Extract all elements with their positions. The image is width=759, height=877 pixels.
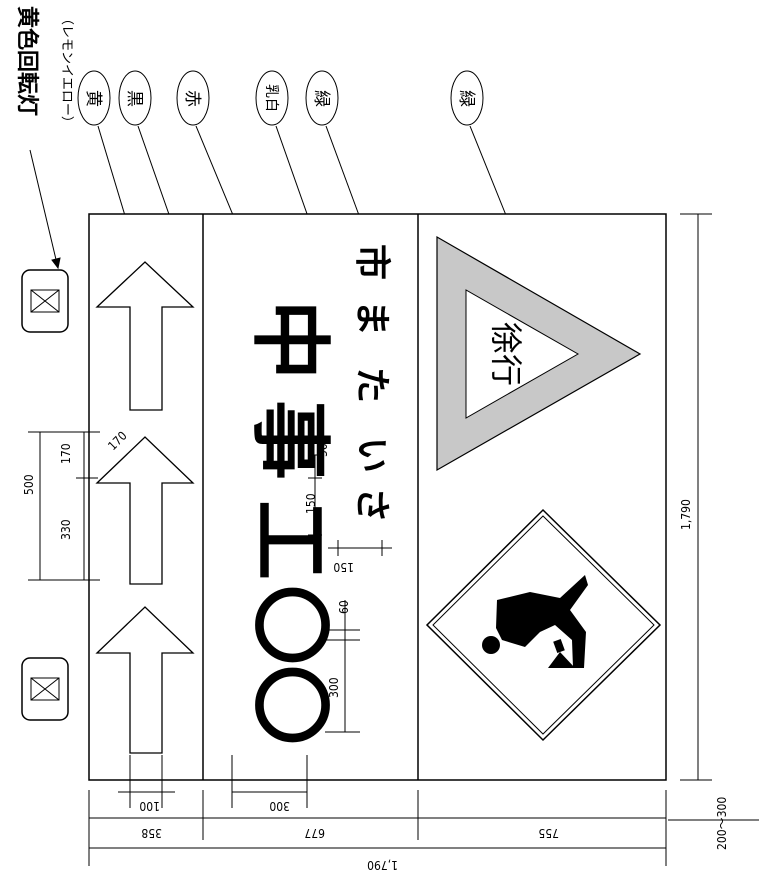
dim-60: 60 bbox=[337, 600, 351, 614]
callout-yellow: 黄 bbox=[77, 70, 111, 126]
callout-black: 黒 bbox=[118, 70, 152, 126]
dimensions bbox=[28, 213, 759, 866]
arrow-up-1 bbox=[95, 261, 195, 411]
callout-red: 赤 bbox=[176, 70, 210, 126]
dim-1790-right: 1,790 bbox=[679, 499, 693, 530]
dim-150-height: 150 bbox=[304, 493, 318, 514]
main-char-3: 工 bbox=[243, 500, 336, 580]
sub-char-5: 市 bbox=[351, 244, 392, 280]
main-char-2: 〇 bbox=[243, 585, 336, 665]
dim-170: 170 bbox=[59, 443, 73, 464]
rotating-light-bottom bbox=[21, 657, 69, 721]
sub-char-2: い bbox=[351, 437, 392, 473]
triangle-text: 徐行 bbox=[487, 322, 525, 386]
dim-330: 330 bbox=[59, 519, 73, 540]
dim-100: 100 bbox=[139, 799, 160, 813]
main-char-4: 事 bbox=[243, 400, 336, 480]
svg-text:黄: 黄 bbox=[83, 90, 103, 107]
arrow-up-2 bbox=[95, 436, 195, 585]
callout-green-2: 緑 bbox=[450, 70, 484, 126]
dim-150-width: 150 bbox=[333, 560, 354, 574]
text-band: 中 事 工 〇 〇 市 ま た い さ bbox=[243, 244, 392, 745]
worker-icon bbox=[482, 575, 588, 668]
dim-50: 50 bbox=[316, 443, 330, 457]
rotating-light-title: 黄色回転灯 bbox=[14, 6, 40, 116]
svg-text:緑: 緑 bbox=[311, 90, 331, 107]
sub-char-1: さ bbox=[351, 487, 392, 523]
worker-sign bbox=[425, 508, 662, 742]
sub-char-3: た bbox=[351, 367, 392, 403]
callout-green-1: 緑 bbox=[305, 70, 339, 126]
main-char-5: 中 bbox=[243, 300, 336, 380]
rotating-lights bbox=[21, 269, 69, 721]
dim-358: 358 bbox=[141, 826, 162, 840]
dim-677: 677 bbox=[304, 826, 325, 840]
dim-755: 755 bbox=[538, 826, 559, 840]
dim-clearance: 200～300 bbox=[715, 797, 729, 850]
sub-char-4: ま bbox=[351, 300, 392, 336]
arrow-band bbox=[95, 261, 195, 754]
callout-milk-white: 乳白 bbox=[255, 70, 289, 126]
arrow-up-3 bbox=[95, 606, 195, 754]
rotating-light-subtitle: （レモンイエロー） bbox=[59, 12, 74, 129]
dim-500: 500 bbox=[22, 474, 36, 495]
dim-300-height: 300 bbox=[327, 677, 341, 698]
title-block: 黄色回転灯 （レモンイエロー） bbox=[14, 6, 74, 129]
main-char-1: 〇 bbox=[243, 665, 336, 745]
svg-text:乳白: 乳白 bbox=[263, 84, 279, 112]
svg-text:赤: 赤 bbox=[182, 90, 202, 107]
rotating-light-top bbox=[21, 269, 69, 333]
svg-text:緑: 緑 bbox=[456, 90, 476, 107]
dim-300-width: 300 bbox=[269, 799, 290, 813]
svg-text:黒: 黒 bbox=[124, 90, 144, 107]
color-callouts: 黄 黒 赤 乳白 緑 緑 bbox=[29, 70, 519, 294]
dim-1790-bottom: 1,790 bbox=[367, 858, 398, 872]
slow-down-triangle: 徐行 bbox=[436, 235, 642, 472]
